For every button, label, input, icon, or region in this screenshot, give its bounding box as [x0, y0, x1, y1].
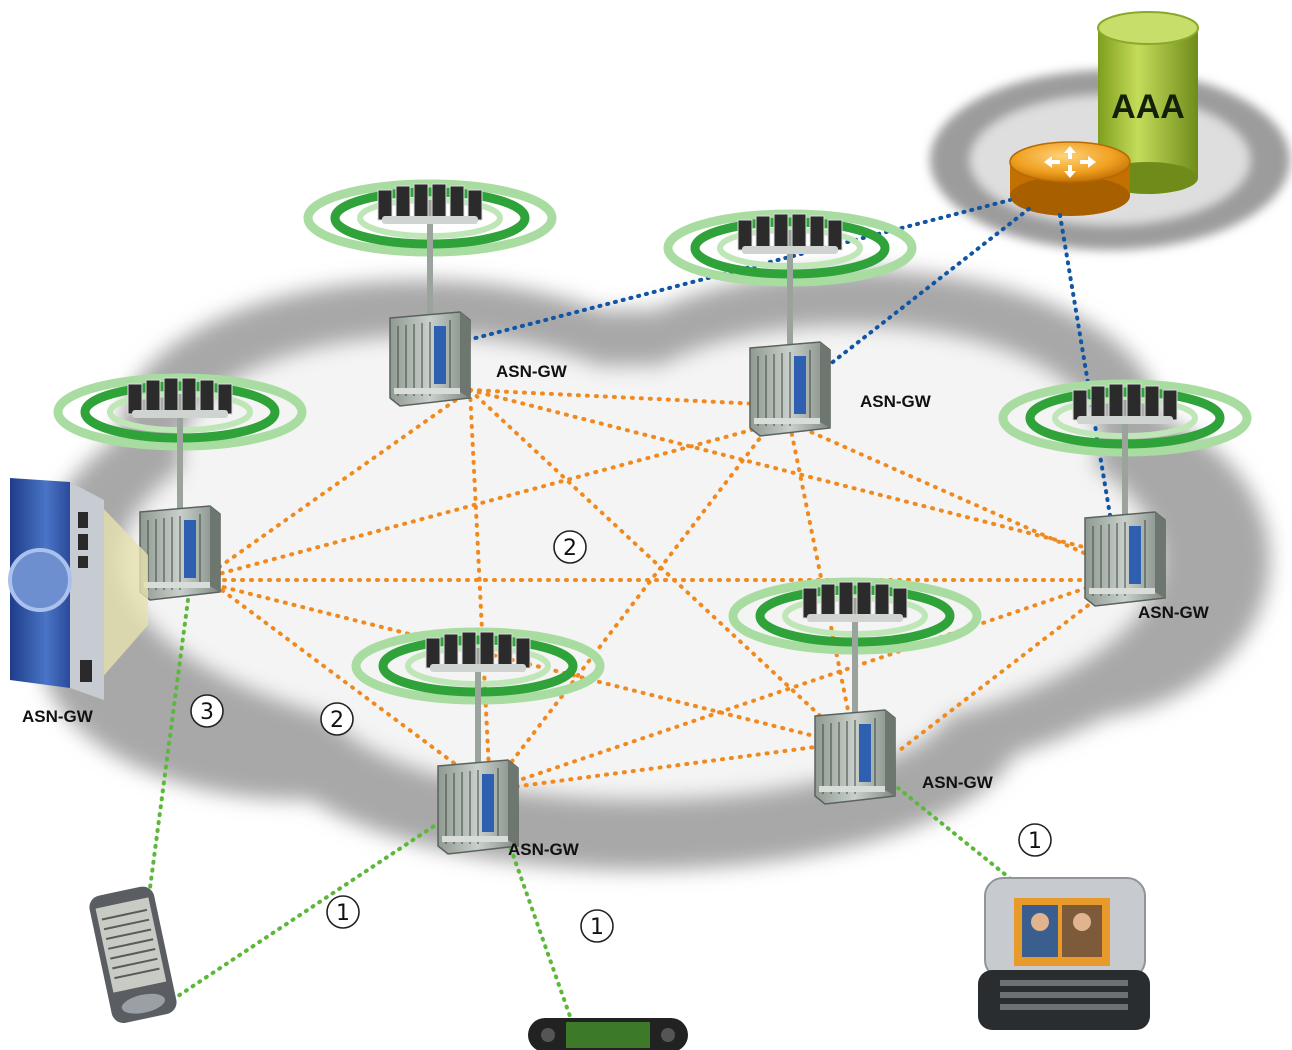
circled-number-2-left: 2	[320, 702, 354, 736]
asn-gw-label-top-right: ASN-GW	[860, 392, 932, 411]
circled-number-2-top: 2	[553, 530, 587, 564]
aaa-database-icon: AAA	[1097, 11, 1199, 194]
asn-gw-label-bottom-center: ASN-GW	[508, 840, 580, 859]
number-1-phone: 1	[1028, 829, 1042, 854]
aaa-label: AAA	[1111, 88, 1185, 126]
asn-gw-label-left: ASN-GW	[22, 707, 94, 726]
circled-number-3: 3	[190, 694, 224, 728]
number-3: 3	[200, 700, 214, 725]
circled-number-1-pda: 1	[326, 895, 360, 929]
pda-icon	[89, 886, 177, 1024]
backbone-links	[458, 198, 1112, 517]
network-cloud	[40, 270, 1270, 870]
asn-gw-label-right: ASN-GW	[1138, 603, 1210, 622]
number-2-top: 2	[563, 536, 577, 561]
asn-gw-label-top-left: ASN-GW	[496, 362, 568, 381]
blade-card-icon	[8, 478, 148, 700]
router-icon	[1009, 141, 1131, 216]
circled-number-1-console: 1	[580, 909, 614, 943]
handheld-console-icon	[528, 1018, 688, 1050]
number-1-console: 1	[590, 915, 604, 940]
circled-number-1-phone: 1	[1018, 823, 1052, 857]
number-1-pda: 1	[336, 901, 350, 926]
access-links	[148, 598, 1014, 1024]
number-2-left: 2	[330, 708, 344, 733]
video-phone-icon	[978, 877, 1150, 1030]
asn-gw-label-bottom-right: ASN-GW	[922, 773, 994, 792]
